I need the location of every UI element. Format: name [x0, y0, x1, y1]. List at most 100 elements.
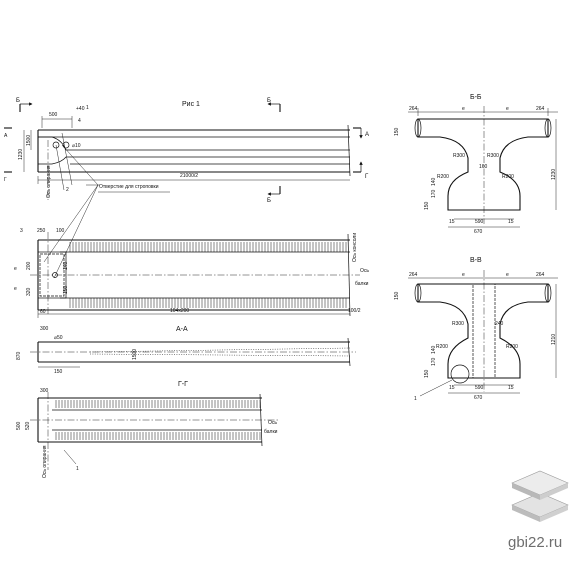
- gg-axis-label: Ось: [268, 420, 277, 426]
- dim-100: 100: [56, 228, 65, 234]
- section-aa: 300 ⌀50 150 1500 870: [16, 326, 356, 375]
- gg-dim-300: 300: [40, 388, 49, 394]
- vv-dim-15-left: 15: [449, 385, 455, 391]
- bb-dim-150b: 150: [424, 201, 430, 210]
- section-gg-title: Г-Г: [178, 381, 188, 388]
- callout-2: 2: [66, 187, 69, 193]
- watermark-text: gbi22.ru: [508, 534, 563, 551]
- section-vv: 264 264 е е 150 R300 240 R200 R200 1210 …: [394, 270, 558, 402]
- callout-1: 1: [86, 105, 89, 111]
- bb-dim-e-right: е: [506, 106, 509, 112]
- vv-dim-r300: R300: [452, 321, 464, 327]
- svg-text:А: А: [365, 132, 369, 138]
- dim-140: 140: [63, 261, 69, 270]
- figure-title: Рис 1: [182, 101, 200, 108]
- cut-mark-a-left: А Г: [4, 127, 12, 183]
- aa-dim-1500: 1500: [132, 349, 138, 360]
- bb-dim-r200-right: R200: [502, 174, 514, 180]
- bb-dim-15-right: 15: [508, 219, 514, 225]
- support-axis-label: Ось опирания: [46, 165, 52, 198]
- bb-dim-160: 160: [479, 164, 488, 170]
- dim-phi10: ⌀10: [72, 143, 81, 149]
- section-aa-title: А-А: [176, 326, 188, 333]
- cut-mark-a: А: [353, 127, 369, 139]
- vv-callout-1: 1: [414, 396, 417, 402]
- svg-text:А: А: [4, 133, 8, 139]
- aa-dim-phi50: ⌀50: [54, 335, 63, 341]
- vv-dim-240: 240: [495, 321, 504, 327]
- plan-beam-label: балки: [355, 281, 369, 287]
- bb-dim-150: 150: [394, 127, 400, 136]
- gg-dim-500: 500: [16, 421, 22, 430]
- dim-end: 100/2: [348, 308, 361, 314]
- vv-dim-670: 670: [474, 395, 483, 401]
- gg-dim-520: 520: [25, 421, 31, 430]
- dim-250: 250: [37, 228, 46, 234]
- section-bb: 264 264 е е 150 R300 R300 160 R200 R200 …: [394, 106, 558, 235]
- dim-500: 500: [49, 112, 58, 118]
- vv-dim-150: 150: [394, 291, 400, 300]
- hole-note: Отверстие для строповки: [99, 184, 159, 190]
- vv-dim-264-right: 264: [536, 272, 545, 278]
- gg-support-axis-label: Ось опирания: [42, 445, 48, 478]
- plan-dimensions: 250 100 140 200 320 150 е е 60 104х200 1…: [14, 228, 369, 318]
- dim-4: 4: [78, 118, 81, 124]
- callout-3: 3: [20, 228, 23, 234]
- vv-dim-150b: 150: [424, 369, 430, 378]
- dim-p150: 150: [63, 285, 69, 294]
- vv-dim-140: 140: [431, 345, 437, 354]
- svg-text:Г: Г: [4, 177, 7, 183]
- gg-beam-label: балки: [264, 429, 278, 435]
- stirrup-ticks-top: [69, 242, 347, 252]
- beam-elevation: [37, 124, 351, 177]
- bb-dim-r300-left: R300: [453, 153, 465, 159]
- svg-text:Б: Б: [16, 98, 20, 104]
- dim-spacing: 104х200: [170, 308, 189, 314]
- vv-dim-170: 170: [431, 357, 437, 366]
- section-vv-title: В-В: [470, 257, 482, 264]
- beam-plan: [30, 232, 360, 317]
- dim-320: 320: [26, 287, 32, 296]
- aa-dim-870: 870: [16, 351, 22, 360]
- svg-text:Б: Б: [267, 98, 271, 104]
- bb-dim-670: 670: [474, 229, 483, 235]
- vv-dim-1210: 1210: [551, 334, 557, 345]
- section-gg: 300 500 520 Ось балки Ось опирания 1: [16, 388, 280, 478]
- svg-text:Г: Г: [365, 174, 369, 180]
- vv-dim-e-left: е: [462, 272, 465, 278]
- cut-mark-b-bottom: Б: [267, 186, 281, 204]
- bb-dim-590: 590: [475, 219, 484, 225]
- gg-callout-1: 1: [76, 466, 79, 472]
- dim-e-bottom: е: [14, 286, 17, 292]
- plan-axis-label: Ось: [360, 268, 369, 274]
- section-bb-title: Б-Б: [470, 94, 482, 101]
- bb-dim-264-left: 264: [409, 106, 418, 112]
- aa-dim-150: 150: [54, 369, 63, 375]
- cut-mark-b-top: Б Б: [16, 98, 281, 112]
- svg-text:Б: Б: [267, 198, 271, 204]
- cut-mark-g: Г: [353, 161, 369, 180]
- elevation-callouts: 2 Отверстие для строповки 1 3: [20, 105, 170, 279]
- aa-dim-300: 300: [40, 326, 49, 332]
- dim-1230: 1230: [18, 149, 24, 160]
- vv-dim-264-left: 264: [409, 272, 418, 278]
- stacked-slabs-logo-icon: [511, 470, 569, 522]
- bb-dim-170: 170: [431, 189, 437, 198]
- dim-1500: 1500: [26, 135, 32, 146]
- bb-dim-140: 140: [431, 177, 437, 186]
- bb-dim-r200-left: R200: [437, 174, 449, 180]
- elevation-dimensions: 500 +40 ⌀10 4 1230 1500 21000/2 Ось опир…: [18, 106, 350, 200]
- bb-dim-15-left: 15: [449, 219, 455, 225]
- vv-dim-15-right: 15: [508, 385, 514, 391]
- stirrup-ticks-bottom: [69, 298, 347, 308]
- bb-dim-r300-right: R300: [487, 153, 499, 159]
- vv-dim-r200-right: R200: [506, 344, 518, 350]
- bb-dim-e-left: е: [462, 106, 465, 112]
- dim-plus40: +40: [76, 106, 85, 112]
- dim-half-span: 21000/2: [180, 173, 198, 179]
- clamp-label: Ось консоли: [352, 233, 358, 262]
- dim-200: 200: [26, 261, 32, 270]
- dim-e-top: е: [14, 266, 17, 272]
- dim-60: 60: [40, 309, 46, 315]
